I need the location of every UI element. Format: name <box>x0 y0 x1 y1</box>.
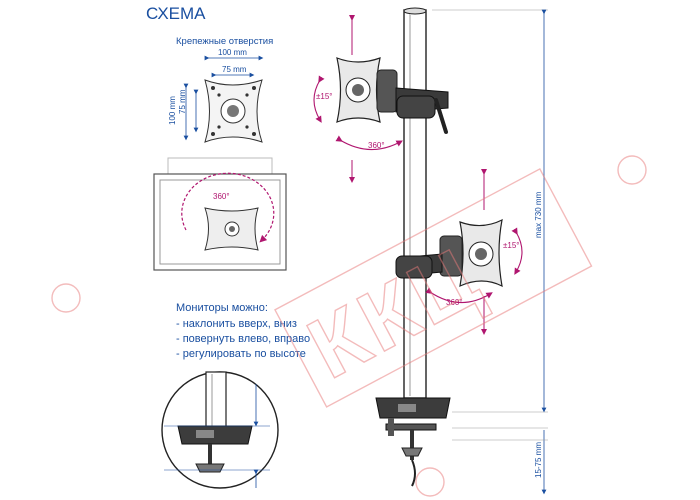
feature-item: - наклонить вверх, вниз <box>176 318 297 330</box>
height-dimension <box>432 9 548 495</box>
feature-item: - регулировать по высоте <box>176 348 306 360</box>
monitor-outline <box>153 157 287 271</box>
dim-inner-label: 75 mm <box>222 65 247 74</box>
desk-clamp <box>375 397 451 487</box>
upper-mount <box>313 15 449 183</box>
lower-mount <box>395 169 523 335</box>
rotate-label: 360° <box>213 192 230 201</box>
mount-holes-label: Крепежные отверстия <box>176 36 274 47</box>
vesa-plate-diagram <box>183 55 264 143</box>
dim-outer-label: 100 mm <box>218 48 247 57</box>
diagram-title: СХЕМА <box>146 4 206 23</box>
watermark-logo: ККЦ <box>51 155 647 497</box>
tilt-lower-label: ±15° <box>503 241 520 250</box>
features-heading: Мониторы можно: <box>176 302 268 314</box>
feature-item: - повернуть влево, вправо <box>176 333 311 345</box>
clamp-detail <box>161 371 279 489</box>
